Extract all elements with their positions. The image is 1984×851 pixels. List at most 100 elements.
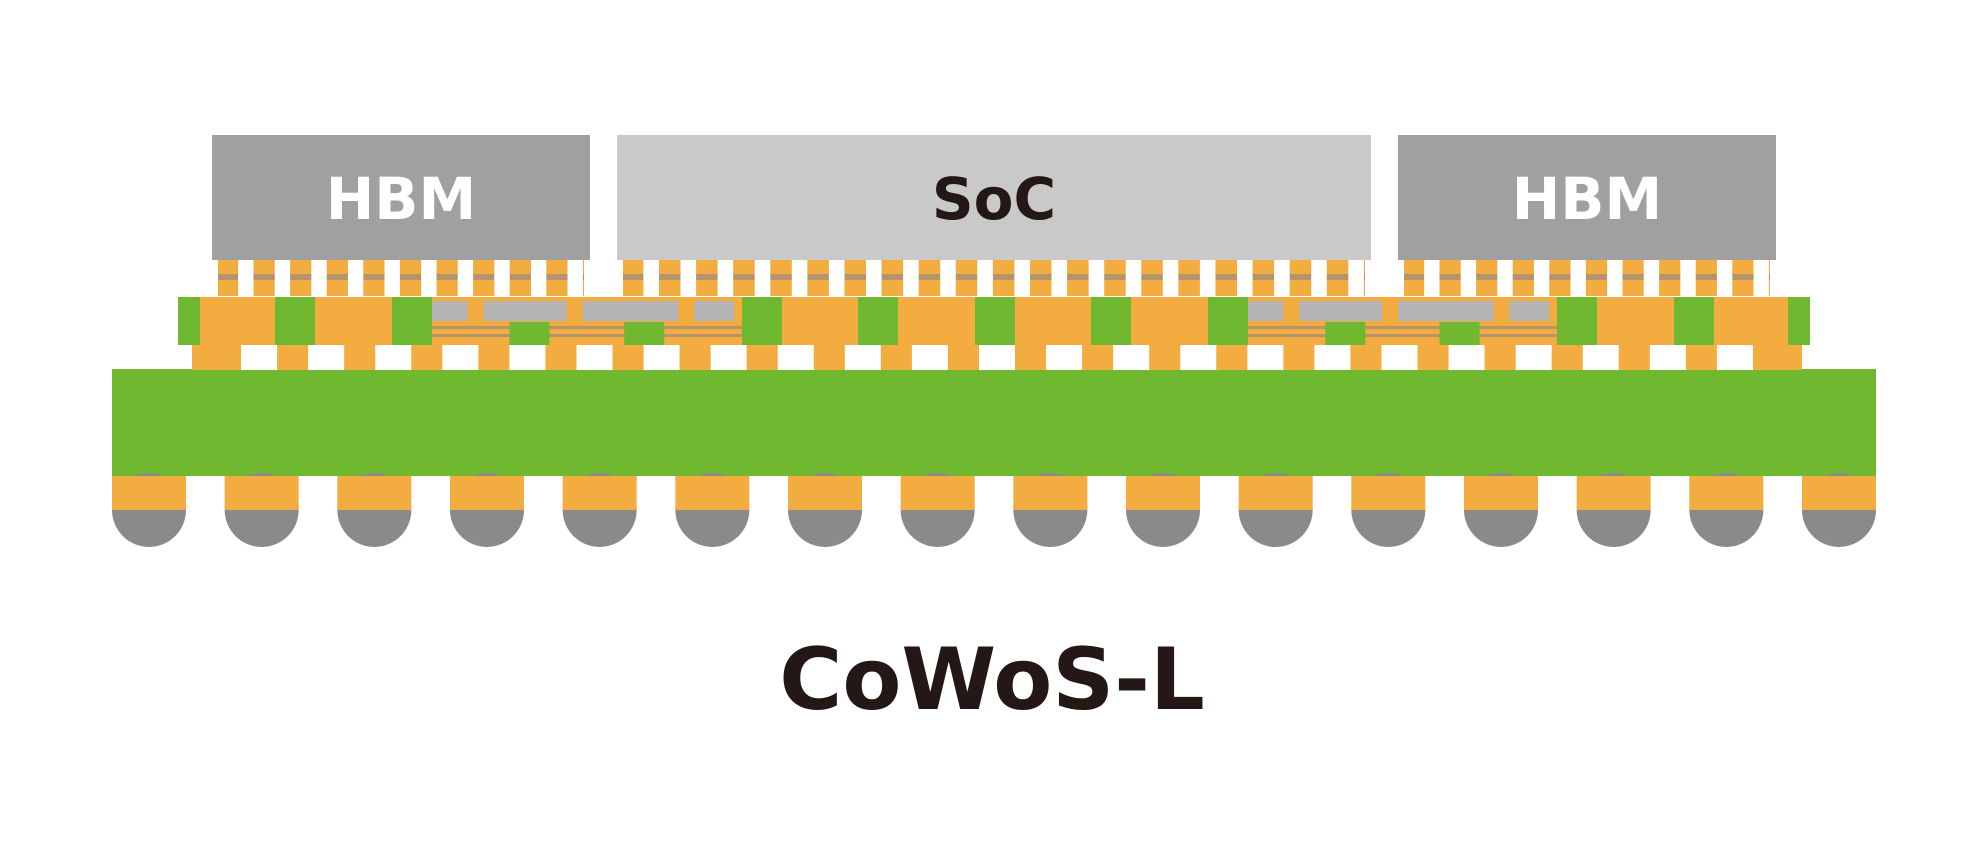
micro-bump-gap [866, 260, 882, 296]
micro-bump-gap [457, 260, 474, 296]
c4-bump-gap [1381, 344, 1418, 370]
hbm-left-label: HBM [326, 165, 476, 233]
micro-bump-gap [680, 260, 697, 296]
micro-bump-gap [1162, 260, 1179, 296]
c4-bump-gap [241, 344, 278, 370]
micro-bump-gap [828, 260, 845, 296]
c4-bump-gap [1448, 344, 1485, 370]
bridge-green-via [1439, 322, 1480, 345]
micro-bump-gap [1753, 260, 1769, 296]
interposer-green-block [975, 297, 1015, 345]
bridge-line [432, 326, 742, 329]
micro-bump-gap [754, 260, 771, 296]
bridge-green-via [624, 322, 665, 345]
micro-bump-gap [384, 260, 400, 296]
ball-pad [1802, 476, 1876, 510]
micro-bump-gap [1199, 260, 1216, 296]
interposer-green-block [858, 297, 898, 345]
interposer-green-block [1208, 297, 1248, 345]
micro-bump-gap [1311, 260, 1327, 296]
interposer-edge-left [178, 297, 200, 345]
micro-bump-gap [1237, 260, 1253, 296]
ball-pad [788, 476, 862, 510]
micro-bump-gap [643, 260, 659, 296]
ball-pad [337, 476, 412, 510]
micro-bump-gap [977, 260, 993, 296]
ball-pad [900, 476, 975, 510]
micro-bump-gap [1680, 260, 1696, 296]
interposer-green-block [392, 297, 432, 345]
c4-bump-gap [1649, 344, 1686, 370]
interposer-green-block [1091, 297, 1131, 345]
bridge-green-via [509, 322, 550, 345]
c4-bump-gap [1247, 344, 1284, 370]
c4-bump-gap [576, 344, 613, 370]
bridge-segment [1299, 301, 1383, 321]
micro-bump-layer [218, 260, 1770, 296]
interposer-green-blocks [275, 297, 1714, 345]
lsi-bridge-left [432, 301, 742, 345]
c4-bump-gap [308, 344, 345, 370]
interposer-green-block [275, 297, 315, 345]
c4-bump-gap [710, 344, 747, 370]
ball-pad [224, 476, 299, 510]
c4-bump-gap [1046, 344, 1083, 370]
soc-die [617, 135, 1371, 260]
micro-bump-gap [530, 260, 547, 296]
micro-bump-gap [1125, 260, 1142, 296]
bridge-segment [1398, 301, 1494, 321]
c4-bump-layer [192, 344, 1802, 370]
ball-pad [675, 476, 750, 510]
micro-bump-gap [274, 260, 291, 296]
c4-bump-gap [509, 344, 546, 370]
c4-bump-gaps [241, 344, 1753, 370]
micro-bump-gap [717, 260, 734, 296]
bridge-line [1248, 334, 1557, 337]
c4-bump-gap [1716, 344, 1753, 370]
micro-bump-gap [791, 260, 808, 296]
micro-bump-gap [1643, 260, 1660, 296]
ball-pad [112, 476, 186, 510]
micro-bump-gap [421, 260, 437, 296]
hbm-left-die [212, 135, 590, 260]
bridge-green-via [1325, 322, 1366, 345]
lsi-bridge-right [1248, 301, 1557, 345]
micro-bump-gap [347, 260, 364, 296]
micro-bump-gap [1607, 260, 1623, 296]
interposer-layer [178, 297, 1810, 345]
ball-pad [1238, 476, 1313, 510]
hbm-right-label: HBM [1512, 165, 1662, 233]
ball-pad [1464, 476, 1538, 510]
interposer-green-block [1674, 297, 1714, 345]
bridge-segment [483, 301, 567, 321]
micro-bump-gap [1460, 260, 1477, 296]
bridge-segment [1509, 301, 1549, 321]
c4-bump-gap [643, 344, 680, 370]
micro-bump-gap [1051, 260, 1068, 296]
micro-bump-gap [1274, 260, 1290, 296]
bga-balls [112, 473, 1876, 547]
micro-bump-gap [940, 260, 956, 296]
package-substrate [112, 369, 1876, 476]
interposer-green-block [1557, 297, 1597, 345]
micro-bump-line [1404, 274, 1770, 280]
micro-bump-gap [1014, 260, 1030, 296]
c4-bump-gap [1314, 344, 1351, 370]
soc-label: SoC [932, 165, 1056, 233]
c4-bump-gap [442, 344, 479, 370]
chip-layer: HBM SoC HBM [212, 135, 1776, 260]
ball-pad [450, 476, 524, 510]
ball-pad [1351, 476, 1426, 510]
bridge-segment [1248, 301, 1284, 321]
micro-bump-line [623, 274, 1365, 280]
c4-bump-gap [777, 344, 814, 370]
micro-bump-gap [1716, 260, 1733, 296]
c4-bump-gap [979, 344, 1015, 370]
bridge-segment [582, 301, 679, 321]
substrate-body [112, 369, 1876, 476]
micro-bump-gap [1570, 260, 1586, 296]
micro-bump-line [218, 274, 584, 280]
ball-pad [1013, 476, 1088, 510]
bridge-line [1248, 326, 1557, 329]
